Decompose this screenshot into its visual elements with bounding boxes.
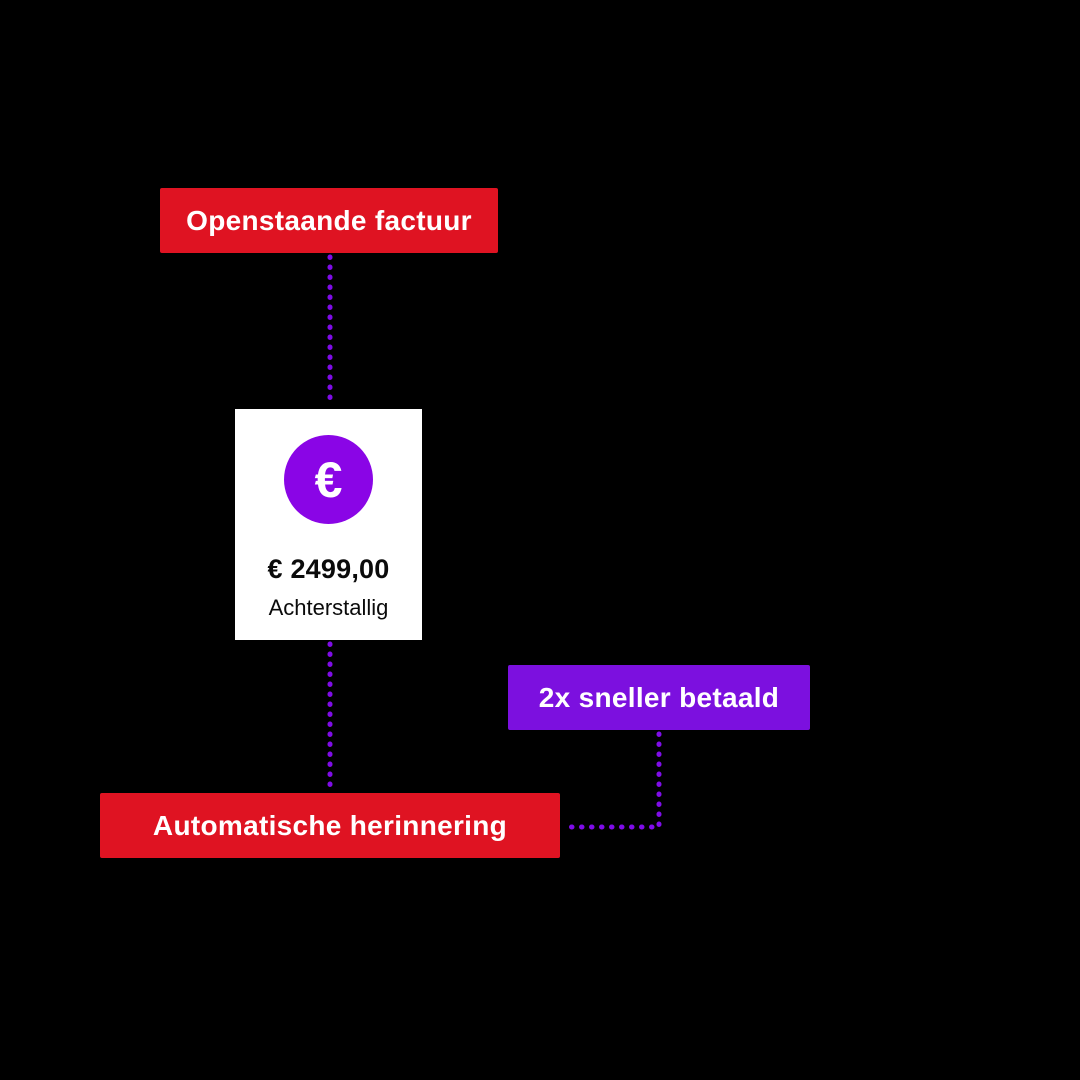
connector-benefit-to-reminder (560, 731, 662, 830)
invoice-amount: € 2499,00 (267, 554, 390, 584)
label-2x-sneller-betaald: 2x sneller betaald (508, 665, 810, 730)
invoice-status: Achterstallig (268, 595, 389, 620)
euro-icon-glyph: € (314, 451, 343, 508)
label-openstaande-factuur: Openstaande factuur (160, 188, 498, 253)
label-openstaande-factuur-text: Openstaande factuur (186, 204, 472, 236)
label-2x-sneller-betaald-text: 2x sneller betaald (538, 681, 780, 713)
invoice-card: € € 2499,00 Achterstallig (235, 409, 422, 640)
label-automatische-herinnering: Automatische herinnering (100, 793, 560, 858)
label-automatische-herinnering-text: Automatische herinnering (152, 809, 508, 841)
euro-icon: € (284, 435, 373, 524)
